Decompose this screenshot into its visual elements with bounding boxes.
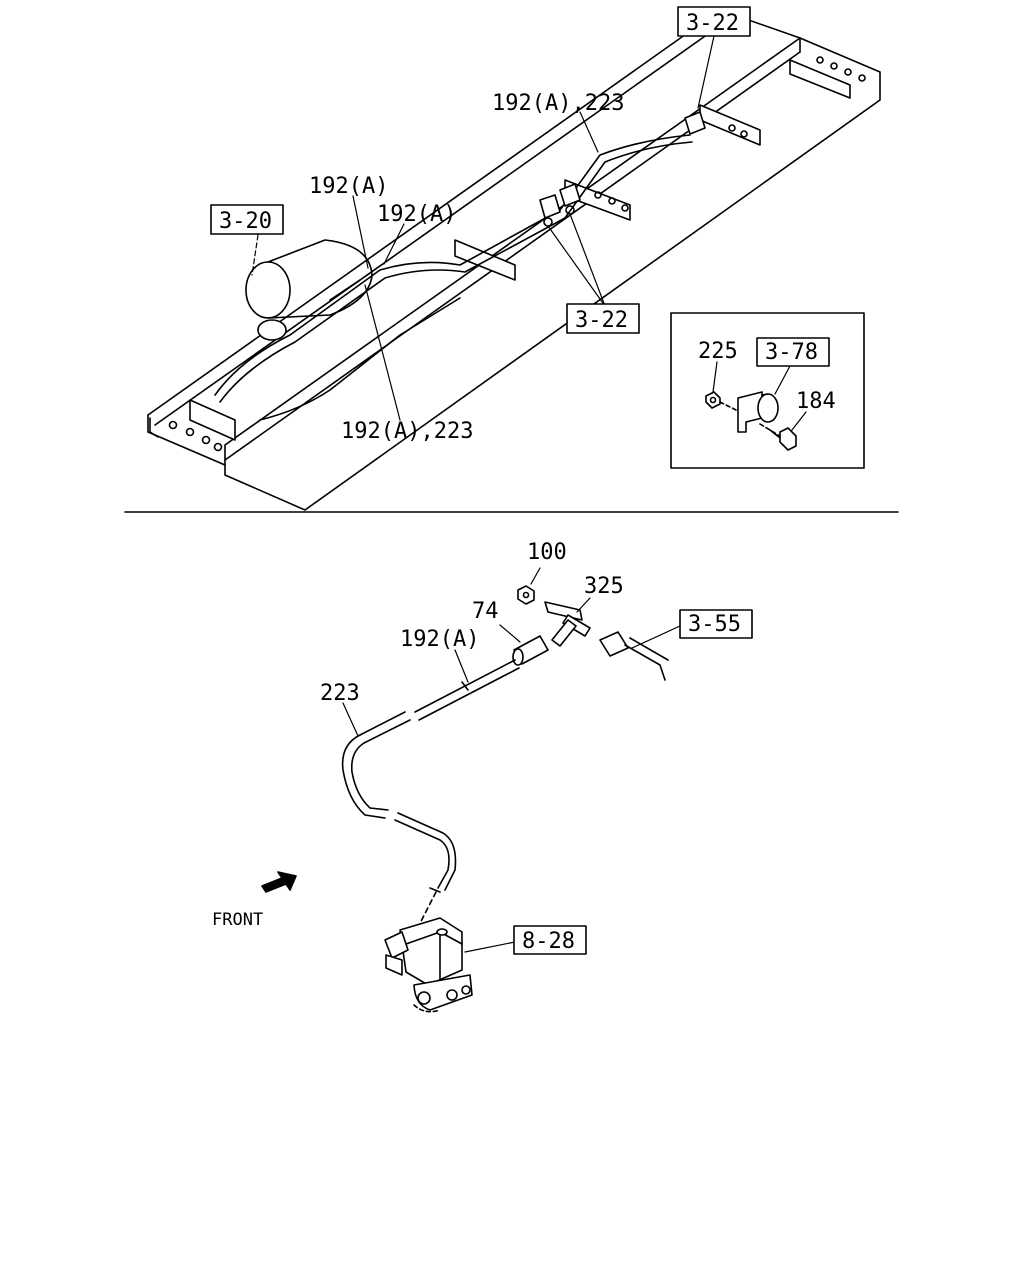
label-192a-mid: 192(A) <box>377 202 456 227</box>
top-leaders <box>251 35 715 421</box>
pipe-assembly <box>341 567 753 1013</box>
ref-label-3-22-top: 3-22 <box>686 11 739 36</box>
pipe-routing <box>214 111 706 421</box>
ref-box-3-20 <box>210 204 284 235</box>
front-arrow-icon <box>261 871 297 893</box>
label-192a-bottom: 192(A) <box>400 627 479 652</box>
label-192a-223-bottom: 192(A),223 <box>341 419 473 444</box>
label-223: 223 <box>320 681 360 706</box>
label-74: 74 <box>472 599 499 624</box>
ref-label-3-22-mid: 3-22 <box>575 308 628 333</box>
ref-label-3-55: 3-55 <box>688 612 741 637</box>
ref-label-3-20: 3-20 <box>219 209 272 234</box>
inset-detail <box>670 312 865 469</box>
label-325: 325 <box>584 574 624 599</box>
ref-label-8-28: 8-28 <box>522 929 575 954</box>
ref-label-3-78: 3-78 <box>765 340 818 365</box>
label-192a-left: 192(A) <box>309 174 388 199</box>
label-184: 184 <box>796 389 836 414</box>
ref-box-3-22-mid <box>566 303 640 334</box>
label-192a-223-top: 192(A),223 <box>492 91 624 116</box>
label-100: 100 <box>527 540 567 565</box>
label-225: 225 <box>698 339 738 364</box>
ref-box-3-22-top <box>677 6 751 37</box>
front-label: FRONT <box>212 910 263 930</box>
